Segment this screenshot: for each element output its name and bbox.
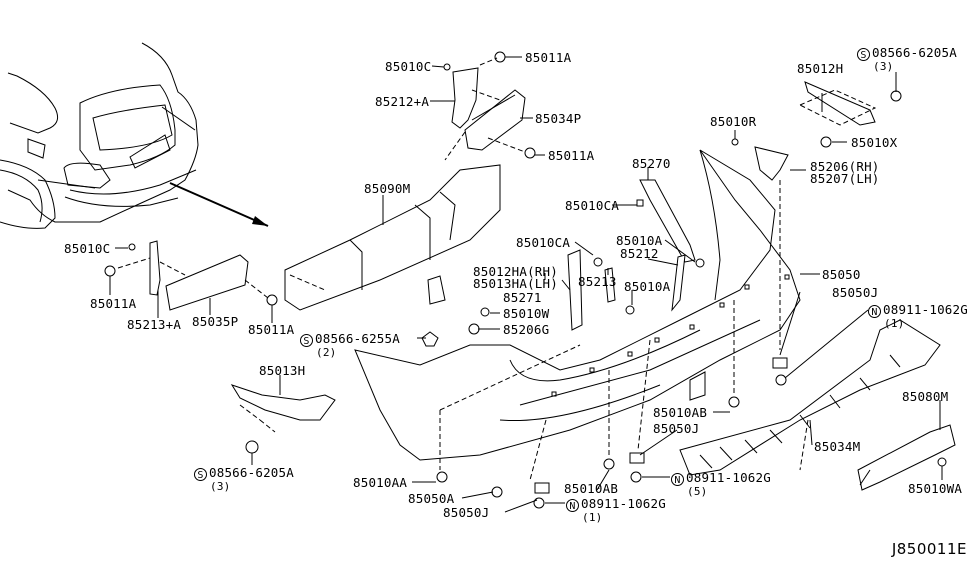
callout-85010R: 85010R (710, 114, 757, 129)
callout-85271: 85271 (503, 290, 542, 305)
nut-symbol-icon: N (671, 473, 684, 486)
callout-85050J-right: 85050J (832, 285, 879, 300)
callout-85010WA: 85010WA (908, 481, 963, 496)
callout-85010CA-upper: 85010CA (565, 198, 620, 213)
bumper-fascia-85050 (354, 149, 801, 461)
callout-85011A-top: 85011A (525, 50, 572, 65)
part-number: 08911-1062G (686, 470, 771, 485)
callout-85090M: 85090M (364, 181, 411, 196)
nut-symbol-icon: N (566, 499, 579, 512)
callout-85212: 85212 (620, 246, 659, 261)
callout-85010C-top: 85010C (385, 59, 432, 74)
part-number: 08566-6205A (872, 45, 957, 60)
step-pad-85034M (679, 319, 941, 476)
callout-85011A-mid: 85011A (548, 148, 595, 163)
screw-symbol-icon: S (194, 468, 207, 481)
callout-85010A-upper: 85010A (616, 233, 663, 248)
callout-85034P: 85034P (535, 111, 582, 126)
vehicle-outline (0, 42, 269, 229)
callout-85050J-mid: 85050J (653, 421, 700, 436)
leader-lines (109, 56, 943, 513)
left-bracket-group (104, 240, 278, 311)
part-number: 08911-1062G (581, 496, 666, 511)
callout-85011A-left: 85011A (90, 296, 137, 311)
screw-symbol-icon: S (857, 48, 870, 61)
callout-85010AA: 85010AA (353, 475, 408, 490)
callout-85050J-bottom: 85050J (443, 505, 490, 520)
callout-85010W: 85010W (503, 306, 550, 321)
callout-85010C-left: 85010C (64, 241, 111, 256)
callout-85010X: 85010X (851, 135, 898, 150)
quantity: (3) (873, 60, 894, 73)
callout-85035P: 85035P (192, 314, 239, 329)
callout-85207LH: 85207(LH) (810, 171, 880, 186)
energy-absorber-85090M (284, 164, 501, 311)
callout-85012HA: 85012HA(RH) (473, 264, 558, 279)
callout-85206G: 85206G (503, 322, 550, 337)
screw-symbol-icon: S (300, 334, 313, 347)
side-bracket-85012H (798, 81, 902, 148)
quantity: (5) (687, 485, 708, 498)
callout-85213: 85213 (578, 274, 617, 289)
callout-85010AB-right: 85010AB (653, 405, 708, 420)
upper-bracket-group (443, 51, 536, 161)
part-number: 08566-6255A (315, 331, 400, 346)
inner-brackets (567, 179, 705, 331)
trim-85080M (857, 424, 956, 491)
part-number: 08566-6205A (209, 465, 294, 480)
callout-85050A: 85050A (408, 491, 455, 506)
callout-85010A-lower: 85010A (624, 279, 671, 294)
nut-symbol-icon: N (868, 305, 881, 318)
quantity: (1) (884, 317, 905, 330)
callout-85012H: 85012H (797, 61, 844, 76)
callout-85270: 85270 (632, 156, 671, 171)
callout-85213A: 85213+A (127, 317, 182, 332)
callout-85010AB-bottom: 85010AB (564, 481, 619, 496)
figure-code: J850011E (891, 540, 967, 558)
callout-85011A-lower: 85011A (248, 322, 295, 337)
quantity: (1) (582, 511, 603, 524)
corner-bracket-85206 (731, 138, 789, 181)
callout-85050: 85050 (822, 267, 861, 282)
callout-85010CA-lower: 85010CA (516, 235, 571, 250)
part-number: 08911-1062G (883, 302, 968, 317)
callout-85034M: 85034M (814, 439, 861, 454)
callout-85080M: 85080M (902, 389, 949, 404)
callout-85013H: 85013H (259, 363, 306, 378)
callout-85212A: 85212+A (375, 94, 430, 109)
quantity: (3) (210, 480, 231, 493)
callout-85013HA: 85013HA(LH) (473, 276, 558, 291)
callout-85206RH: 85206(RH) (810, 159, 880, 174)
quantity: (2) (316, 346, 337, 359)
side-bracket-85013H (230, 384, 336, 454)
